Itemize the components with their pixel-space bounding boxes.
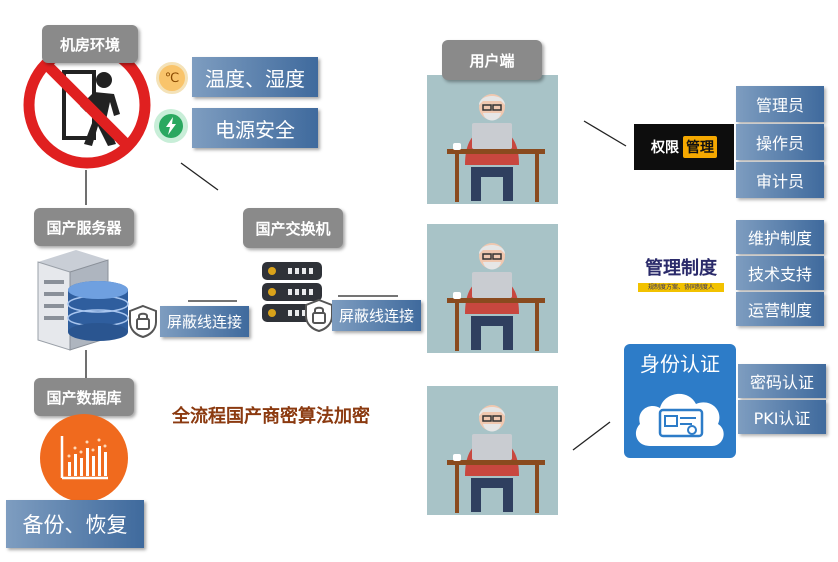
user-at-laptop-icon [447,405,545,513]
encryption-caption: 全流程国产商密算法加密 [172,406,370,427]
permission-badge-right: 管理 [683,136,717,158]
management-item-list: 维护制度 技术支持 运营制度 [736,220,824,326]
lock-shield-icon [129,304,157,338]
password-auth: 密码认证 [738,364,826,398]
identity-card: 身份认证 [624,344,736,458]
permission-role-list: 管理员 操作员 审计员 [736,86,824,198]
management-logo-subtitle: 规制度方案、协同制度人 [638,283,724,292]
shielded-cable-right-label: 屏蔽线连接 [332,299,422,331]
temp-humidity-label: 温度、湿度 [192,57,318,97]
server-title: 国产服务器 [34,208,134,246]
management-logo: 管理制度 规制度方案、协同制度人 [638,254,724,292]
pki-auth: PKI认证 [738,400,826,434]
backup-restore-label: 备份、恢复 [6,500,144,548]
server-icon [36,246,132,352]
user-terminal-3 [427,386,558,515]
machine-room-title: 机房环境 [42,25,138,63]
database-chart-icon [40,414,128,502]
no-entry-icon [22,40,152,170]
identity-method-list: 密码认证 PKI认证 [738,364,826,436]
permission-badge-left: 权限 [651,140,679,156]
shielded-cable-left: 屏蔽线连接 [128,304,250,338]
lock-shield-icon [305,298,333,332]
user-terminal-2 [427,224,558,353]
thermometer-icon: ℃ [156,62,188,94]
power-icon [154,109,188,143]
maintenance-policy: 维护制度 [736,220,824,254]
user-at-laptop-icon [447,94,545,202]
connector-user-identity [572,421,611,451]
role-auditor: 审计员 [736,162,824,198]
technical-support: 技术支持 [736,256,824,290]
permission-badge: 权限 管理 [634,124,734,170]
role-admin: 管理员 [736,86,824,122]
user-terminal-1 [427,75,558,204]
user-terminal-title: 用户端 [442,40,542,80]
shielded-cable-left-label: 屏蔽线连接 [160,305,250,337]
shielded-cable-right: 屏蔽线连接 [304,298,422,332]
operations-policy: 运营制度 [736,292,824,326]
user-at-laptop-icon [447,243,545,351]
management-logo-title: 管理制度 [645,258,717,279]
power-safety-label: 电源安全 [192,108,318,148]
connector-room-switch [180,162,219,191]
role-operator: 操作员 [736,124,824,160]
cloud-certificate-icon [635,393,724,446]
switch-title: 国产交换机 [243,208,343,248]
connector-user-permission [583,120,627,147]
identity-title: 身份认证 [640,352,720,376]
database-title: 国产数据库 [34,378,134,416]
